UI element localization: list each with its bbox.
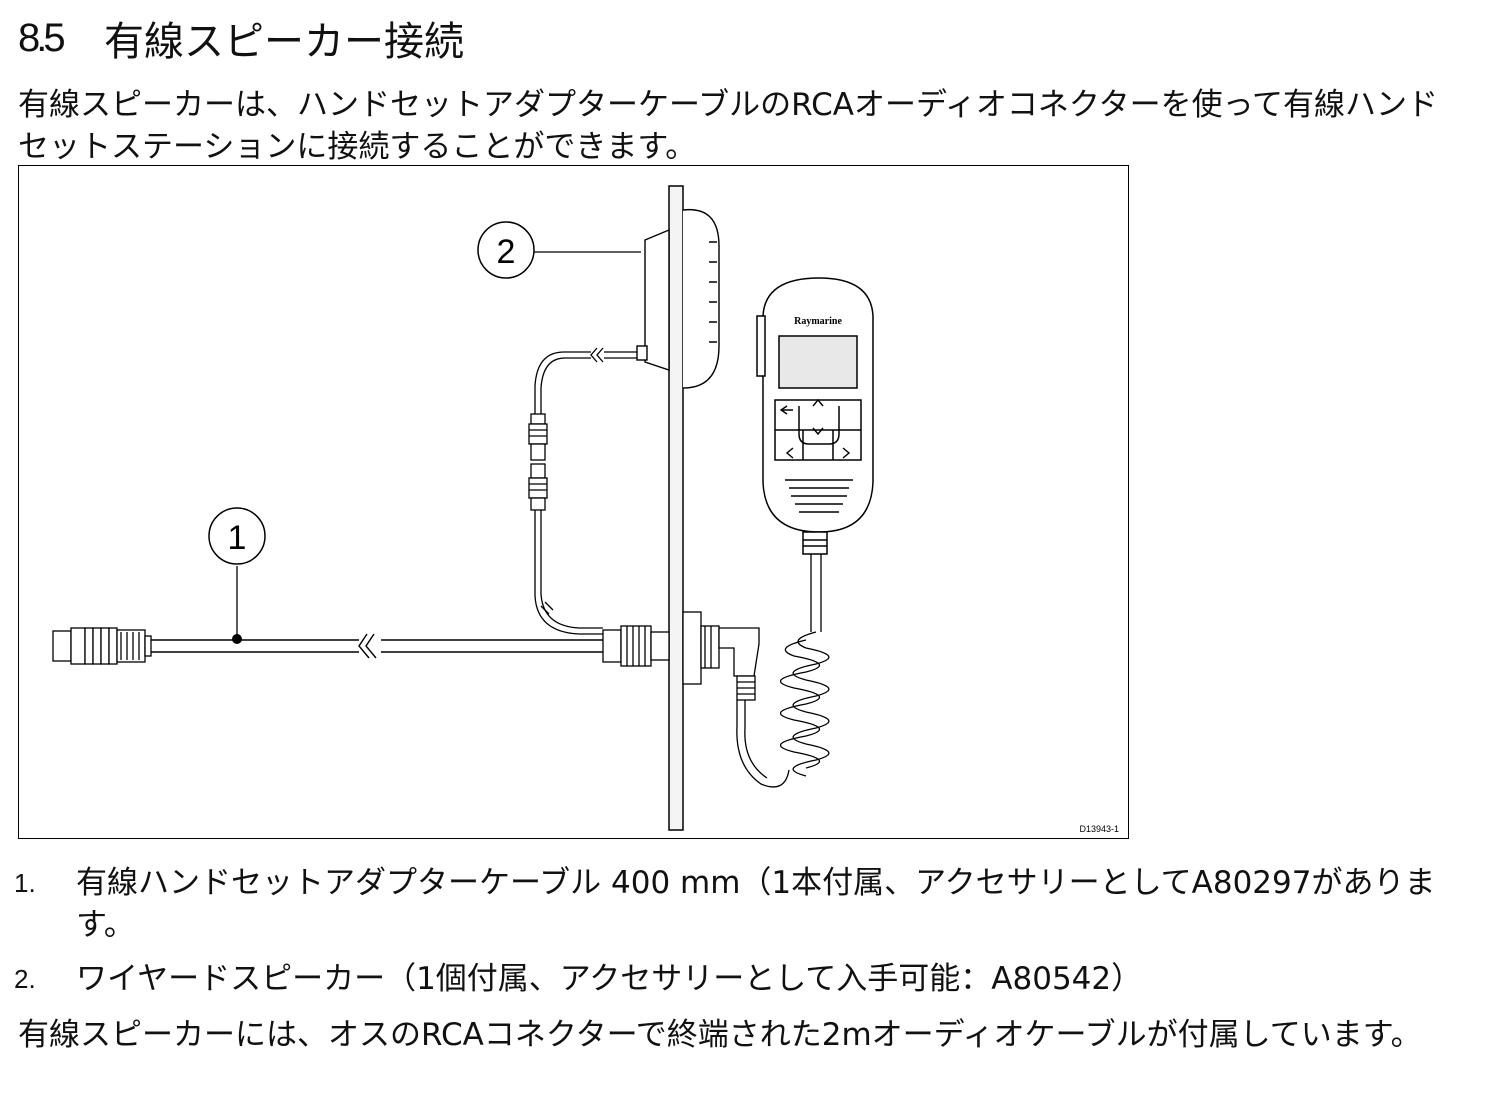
section-title: 有線スピーカー接続 <box>104 19 464 65</box>
chevron-down-icon <box>812 427 824 436</box>
list-item-index: 2. <box>14 964 36 994</box>
chevron-left-icon <box>785 447 794 459</box>
footer-paragraph: 有線スピーカーには、オスのRCAコネクターで終端された2mオーディオケーブルが付… <box>18 1017 1422 1053</box>
handset-cord <box>736 554 830 788</box>
rca-connector <box>528 413 548 511</box>
callout-1: 1 <box>228 519 247 557</box>
list-item: 2. ワイヤードスピーカー（1個付属、アクセサリーとして入手可能：A80542） <box>14 958 1474 1000</box>
section-number: 8.5 <box>18 15 66 60</box>
list-item-index: 1. <box>14 868 36 898</box>
speaker-audio-cable <box>534 347 637 635</box>
adapter-cable-end-connector <box>52 627 152 665</box>
callout-2: 2 <box>497 233 516 271</box>
adapter-cable <box>149 633 609 659</box>
list-item-text: 有線ハンドセットアダプターケーブル 400 mm（1本付属、アクセサリーとしてA… <box>76 865 1436 943</box>
wiring-diagram: 1 <box>18 165 1129 839</box>
list-item-text: ワイヤードスピーカー（1個付属、アクセサリーとして入手可能：A80542） <box>76 961 1143 997</box>
brand-logo: Raymarine <box>794 316 842 327</box>
wired-speaker <box>636 208 720 389</box>
handset-icons <box>779 398 851 459</box>
handset <box>756 277 874 555</box>
chevron-right-icon <box>842 447 851 459</box>
bulkhead-panel <box>668 185 684 831</box>
chevron-up-icon <box>812 398 824 407</box>
figure-id: D13943-1 <box>1079 824 1119 834</box>
section-heading: 8.5 有線スピーカー接続 <box>18 10 464 66</box>
back-arrow-icon <box>779 405 793 415</box>
callout-list: 1. 有線ハンドセットアダプターケーブル 400 mm（1本付属、アクセサリーと… <box>14 862 1474 1012</box>
intro-paragraph: 有線スピーカーは、ハンドセットアダプターケーブルのRCAオーディオコネクターを使… <box>18 87 1439 165</box>
list-item: 1. 有線ハンドセットアダプターケーブル 400 mm（1本付属、アクセサリーと… <box>14 862 1474 946</box>
panel-connector <box>602 611 760 701</box>
